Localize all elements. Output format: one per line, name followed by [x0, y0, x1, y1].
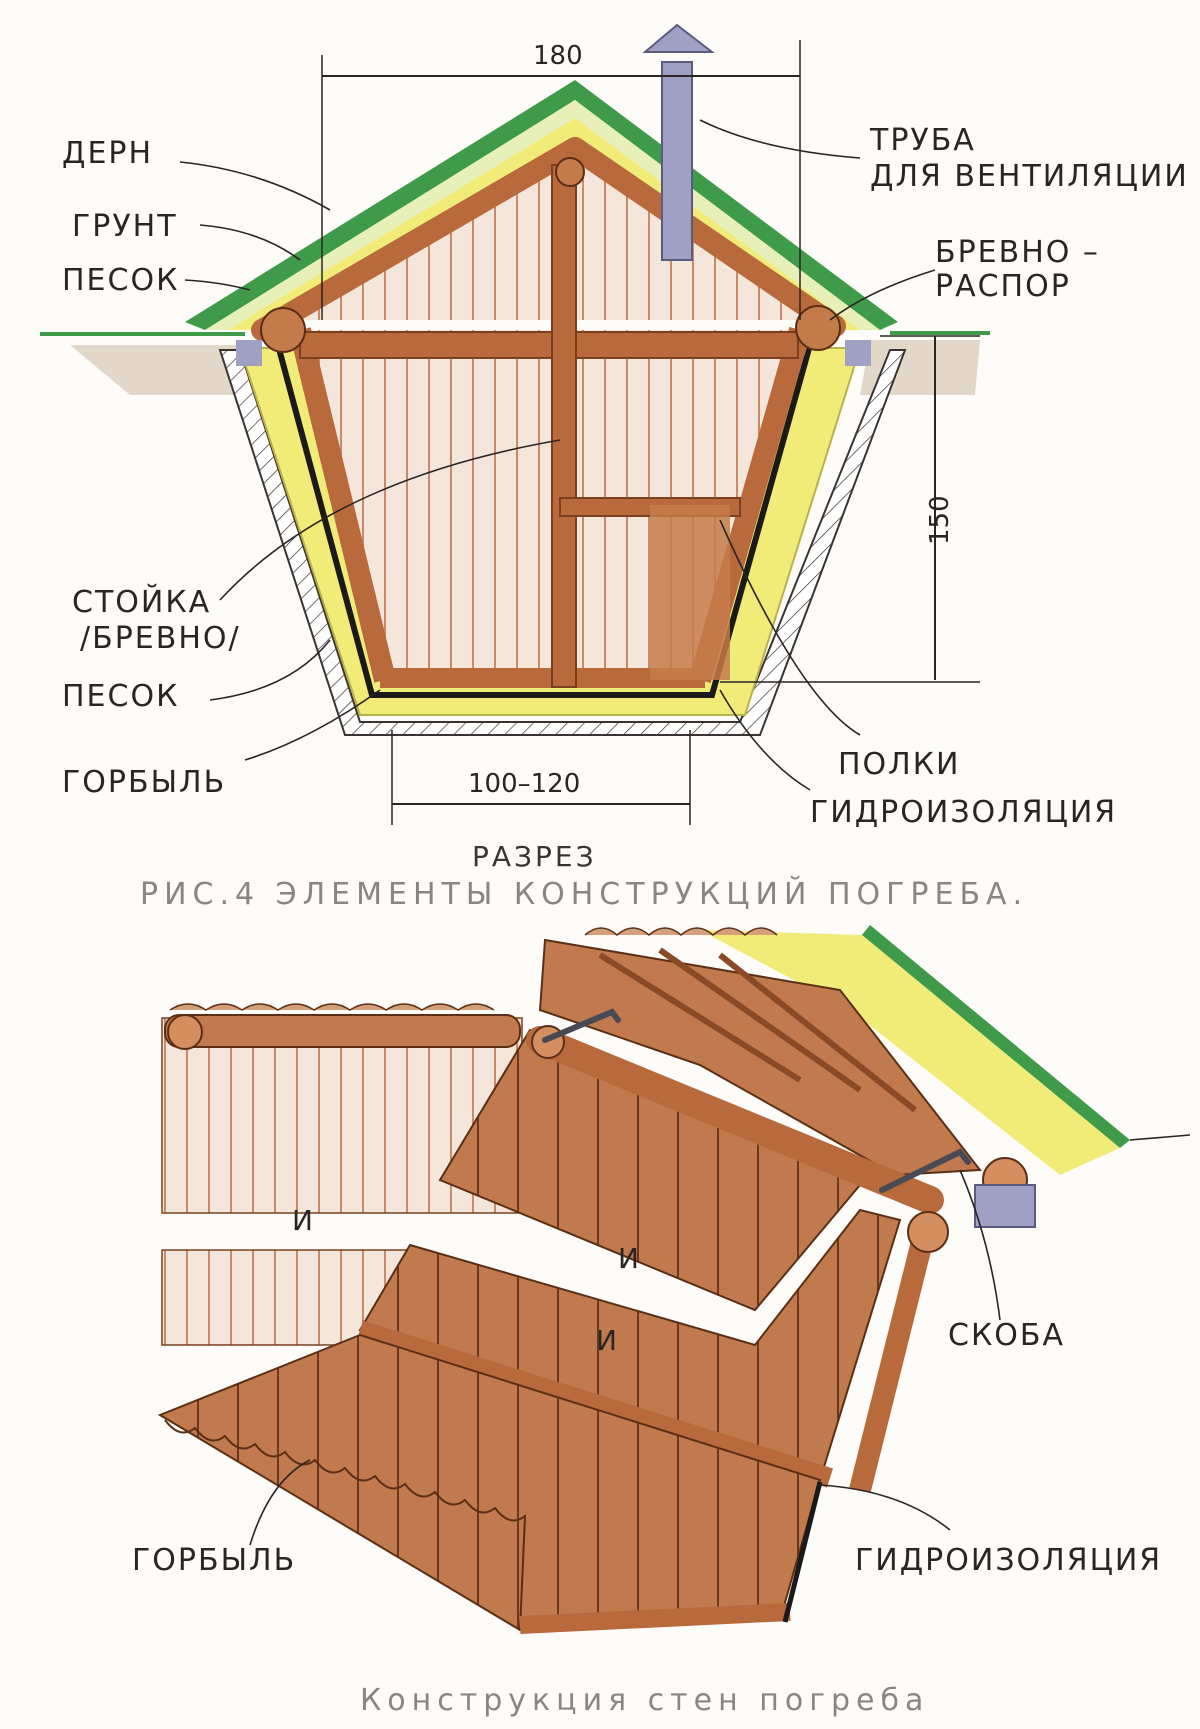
- label-polki: ПОЛКИ: [838, 747, 960, 782]
- wall-post-left: [289, 327, 396, 683]
- figure-caption-top: РИС.4 ЭЛЕМЕНТЫ КОНСТРУКЦИЙ ПОГРЕБА.: [140, 876, 1028, 912]
- excavation-soil: [218, 349, 907, 736]
- leader-stoyka: [219, 439, 561, 601]
- label-truba-1: ТРУБА: [869, 123, 976, 158]
- shelf-board: [650, 505, 730, 680]
- corner-log-left: [260, 307, 306, 353]
- leader-gidro-bottom: [819, 1484, 951, 1531]
- leader-pesok-top: [184, 279, 251, 291]
- side-wall-beam-top: [526, 1026, 944, 1214]
- break-mark-2: И: [618, 1242, 641, 1275]
- dim-label-100-120: 100–120: [468, 769, 580, 799]
- center-post: [551, 164, 577, 688]
- staple-1: [542, 1008, 621, 1043]
- section-label: РАЗРЕЗ: [472, 840, 597, 873]
- label-brevno-1: БРЕВНО –: [935, 235, 1100, 270]
- support-block-left: [236, 340, 262, 366]
- roof-rafter-2: [658, 947, 862, 1093]
- leader-polki: [719, 519, 861, 736]
- walls-drawing: И И И СКОБА ГОРБЫЛЬ ГИДРОИЗОЛЯЦИЯ Констр…: [132, 925, 1191, 1718]
- roof-panel-logs: [584, 927, 778, 936]
- break-mark-1: И: [292, 1204, 315, 1237]
- log-end-1: [531, 1025, 565, 1059]
- label-gidro-top: ГИДРОИЗОЛЯЦИЯ: [810, 795, 1117, 830]
- floor-log-edge: [164, 1419, 527, 1631]
- roof-rafter-1: [598, 952, 802, 1083]
- label-brevno-2: РАСПОР: [935, 269, 1071, 304]
- bank-edge-line: [1129, 1134, 1191, 1141]
- dim-label-150: 150: [925, 495, 955, 545]
- leader-skoba: [959, 1169, 1001, 1321]
- label-skoba: СКОБА: [948, 1318, 1065, 1353]
- support-block-bottom: [974, 1184, 1036, 1228]
- leader-brevno: [829, 269, 936, 321]
- leader-gidro: [719, 689, 811, 791]
- leader-pesok-bottom: [209, 639, 331, 701]
- pipe-arrow-icon: [642, 23, 715, 53]
- back-wall-top-log: [164, 1014, 521, 1048]
- label-truba-2: ДЛЯ ВЕНТИЛЯЦИИ: [870, 159, 1189, 194]
- leader-grunt: [199, 224, 301, 261]
- label-gidro-bottom: ГИДРОИЗОЛЯЦИЯ: [855, 1543, 1162, 1578]
- leader-gorbyl: [244, 689, 381, 761]
- ridge-log: [555, 157, 585, 187]
- support-block-right: [845, 340, 871, 366]
- side-wall-beam-bottom: [356, 1320, 834, 1488]
- back-wall-log-end: [167, 1014, 203, 1050]
- soil-left: [70, 345, 250, 395]
- ventilation-pipe: [661, 61, 693, 261]
- leader-gorbyl-bottom: [249, 1459, 311, 1546]
- label-gorbyl-top: ГОРБЫЛЬ: [62, 765, 226, 800]
- label-pesok-bottom: ПЕСОК: [62, 679, 179, 714]
- label-grunt: ГРУНТ: [72, 209, 178, 244]
- bank-sand: [700, 930, 1120, 1175]
- dim-label-180: 180: [533, 41, 583, 71]
- label-dern: ДЕРН: [62, 136, 153, 171]
- back-wall-log-tops: [169, 1003, 495, 1011]
- floor-panel: [157, 1333, 822, 1632]
- strut-beam: [299, 331, 799, 359]
- waterproofing-line: [275, 344, 813, 698]
- corner-log-right: [795, 305, 841, 351]
- section-drawing: ДЕРН ГРУНТ ПЕСОК ТРУБА ДЛЯ ВЕНТИЛЯЦИИ БР…: [40, 23, 1189, 912]
- label-stoyka-2: /БРЕВНО/: [80, 621, 241, 656]
- label-pesok-top: ПЕСОК: [62, 263, 179, 298]
- staple-2: [879, 1148, 971, 1193]
- bank-turf: [862, 925, 1130, 1148]
- leader-truba: [699, 119, 861, 159]
- break-mark-3: И: [596, 1324, 619, 1357]
- floor-beam-front: [519, 1603, 791, 1634]
- rafter-right: [564, 137, 846, 337]
- label-stoyka-1: СТОЙКА: [72, 584, 211, 620]
- roof-rafter-3: [718, 952, 917, 1113]
- leader-dern: [179, 161, 331, 211]
- figure-caption-bottom: Конструкция стен погреба: [360, 1683, 929, 1718]
- label-gorbyl-bottom: ГОРБЫЛЬ: [132, 1543, 296, 1578]
- rafter-left: [251, 137, 586, 341]
- floor-waterproofing: [782, 1481, 823, 1623]
- corner-post: [849, 1227, 936, 1493]
- log-end-3: [907, 1211, 949, 1253]
